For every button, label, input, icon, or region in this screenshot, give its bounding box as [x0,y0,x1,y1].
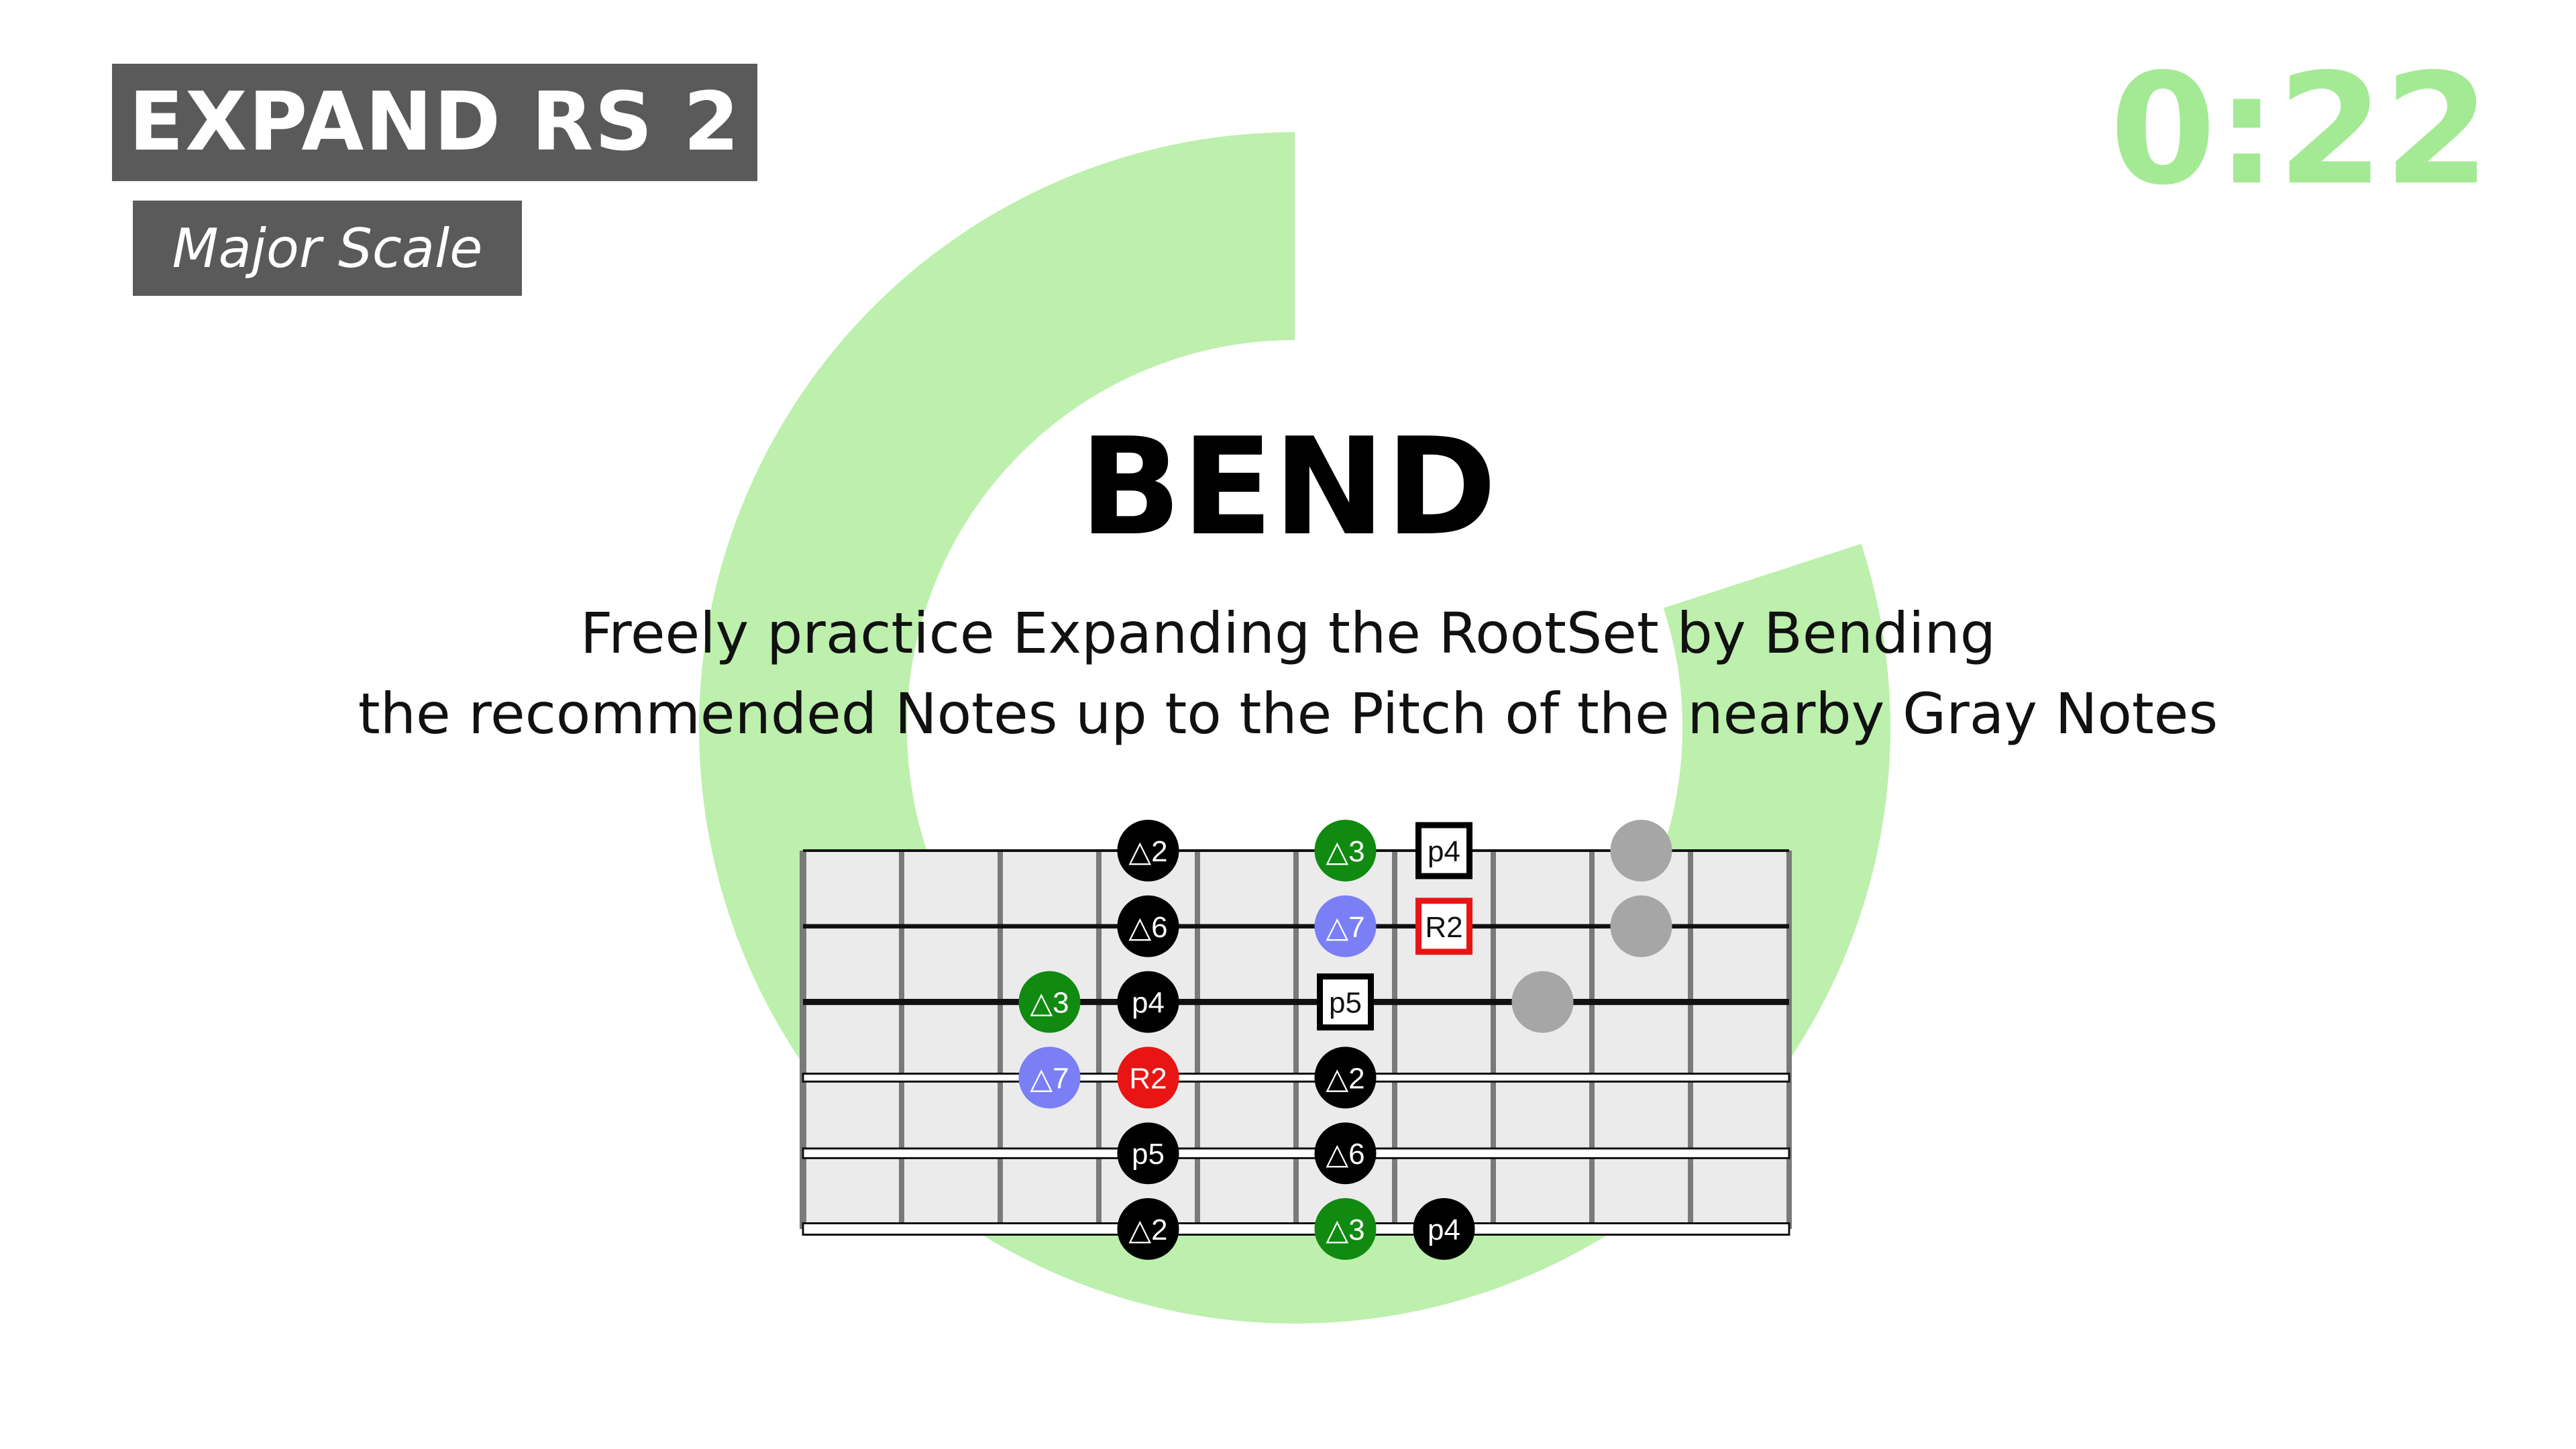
string-3 [803,999,1789,1006]
note-dot [1018,1046,1081,1109]
exercise-title: BEND [1079,409,1497,566]
note-label: △7 [1030,1062,1069,1095]
note-label: R2 [1129,1062,1167,1095]
note-marker: p4 [1415,822,1472,879]
note-dot [1314,1198,1377,1260]
note-marker: △3 [1018,971,1081,1033]
note-marker: p5 [1317,973,1374,1031]
note-label: p4 [1428,835,1460,868]
note-dot [1314,895,1377,957]
note-box [1415,898,1472,955]
note-dot [1117,1198,1179,1260]
note-marker: △3 [1314,1198,1377,1260]
note-dot [1117,820,1179,881]
note-box [1415,822,1472,879]
string-2 [803,924,1789,929]
note-dot [1117,971,1179,1033]
note-dot [1117,1122,1179,1185]
note-label: △3 [1326,1214,1364,1246]
note-marker: △6 [1117,895,1179,957]
note-label: △6 [1326,1138,1364,1171]
string-1 [803,849,1789,852]
note-label: △2 [1128,1214,1167,1246]
note-marker: △3 [1314,820,1377,881]
note-label: p4 [1428,1214,1460,1246]
string-5 [802,1147,1790,1159]
note-label: △3 [1030,987,1069,1020]
note-marker [1610,895,1672,957]
note-marker: △7 [1314,895,1377,957]
note-marker: p4 [1117,971,1179,1033]
note-label: △3 [1326,835,1364,868]
exercise-description-line-1: Freely practice Expanding the RootSet by… [580,600,1996,666]
note-marker: △6 [1314,1122,1377,1185]
note-box [1317,973,1374,1031]
note-label: p4 [1132,987,1165,1020]
exercise-description-line-2: the recommended Notes up to the Pitch of… [358,681,2218,747]
lesson-subtitle: Major Scale [133,201,522,296]
note-dot [1413,1198,1475,1260]
gray-target-note [1511,971,1574,1033]
note-marker: △7 [1018,1046,1081,1109]
gray-target-note [1610,820,1672,881]
note-marker: △2 [1314,1046,1377,1109]
note-dot [1314,1122,1377,1185]
note-marker: △2 [1117,820,1179,881]
note-dot [1314,820,1377,881]
note-marker [1610,820,1672,881]
string-4 [802,1073,1790,1083]
note-dot [1117,1046,1179,1109]
note-label: R2 [1425,911,1462,944]
countdown-timer: 0:22 [2109,40,2490,219]
note-marker: R2 [1117,1046,1179,1109]
note-marker: p5 [1117,1122,1179,1185]
lesson-title: EXPAND RS 2 [112,64,757,181]
string-6 [802,1222,1790,1236]
note-marker: p4 [1413,1198,1475,1260]
note-label: △2 [1128,835,1167,868]
note-dot [1018,971,1081,1033]
note-label: p5 [1329,987,1362,1020]
note-label: △2 [1326,1062,1364,1095]
note-dot [1314,1046,1377,1109]
note-label: △7 [1326,911,1364,944]
note-marker: △2 [1117,1198,1179,1260]
note-marker [1511,971,1574,1033]
note-marker: R2 [1415,898,1472,955]
gray-target-note [1610,895,1672,957]
note-label: p5 [1132,1138,1165,1171]
note-label: △6 [1128,911,1167,944]
note-dot [1117,895,1179,957]
